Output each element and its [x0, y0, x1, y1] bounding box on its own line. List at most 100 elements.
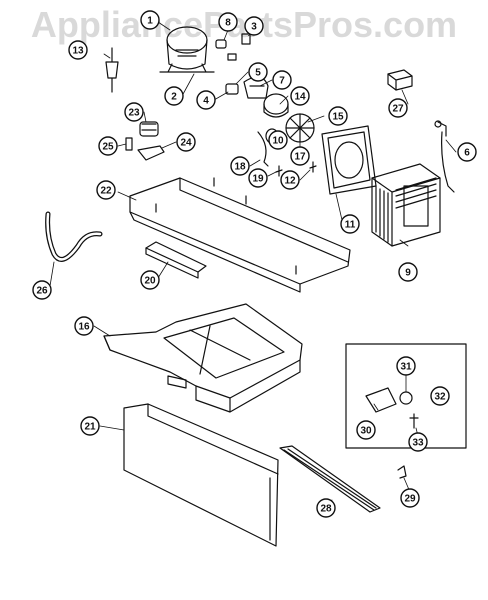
callout-circle: [80, 416, 100, 436]
callout-circle: [98, 136, 118, 156]
callout-label: 10: [272, 136, 284, 147]
callout-circle: [244, 16, 264, 36]
inset-box: [345, 343, 467, 449]
callout-4: 4: [196, 90, 216, 110]
callout-circle: [290, 86, 310, 106]
watermark-text: AppliancePartsPros.com: [30, 4, 458, 45]
part-11-drawing: [321, 125, 377, 195]
callout-circle: [196, 90, 216, 110]
callout-18: 18: [230, 156, 250, 176]
callout-2: 2: [164, 86, 184, 106]
callout-layer: 1234567891011121314151617181920212223242…: [32, 10, 477, 518]
callout-19: 19: [248, 168, 268, 188]
callout-circle: [388, 98, 408, 118]
callout-31: 31: [396, 356, 416, 376]
callout-label: 22: [100, 186, 112, 197]
callout-6: 6: [457, 142, 477, 162]
callout-label: 30: [360, 426, 372, 437]
part-18-drawing: [257, 131, 269, 167]
callout-9: 9: [398, 262, 418, 282]
callout-label: 3: [251, 22, 257, 33]
callout-26: 26: [32, 280, 52, 300]
callout-circle: [218, 12, 238, 32]
callout-33: 33: [408, 432, 428, 452]
callout-circle: [280, 170, 300, 190]
part-29-drawing: [397, 465, 407, 479]
callout-label: 6: [464, 148, 470, 159]
callout-label: 2: [171, 92, 177, 103]
callout-label: 4: [203, 96, 209, 107]
callout-label: 18: [234, 162, 246, 173]
callout-20: 20: [140, 270, 160, 290]
callout-27: 27: [388, 98, 408, 118]
callout-label: 7: [279, 76, 285, 87]
part-28-drawing: [279, 445, 381, 513]
callout-circle: [430, 386, 450, 406]
callout-24: 24: [176, 132, 196, 152]
callout-label: 9: [405, 268, 411, 279]
callout-8: 8: [218, 12, 238, 32]
callout-circle: [140, 10, 160, 30]
callout-22: 22: [96, 180, 116, 200]
callout-21: 21: [80, 416, 100, 436]
callout-circle: [457, 142, 477, 162]
callout-label: 8: [225, 18, 231, 29]
callout-label: 11: [345, 220, 356, 231]
callout-label: 1: [147, 16, 153, 27]
callout-circle: [290, 146, 310, 166]
screws-12-19-drawing: [275, 161, 317, 177]
callout-circle: [96, 180, 116, 200]
callout-1: 1: [140, 10, 160, 30]
callout-11: 11: [340, 214, 360, 234]
callout-label: 24: [180, 138, 192, 149]
callout-label: 26: [36, 286, 48, 297]
callout-28: 28: [316, 498, 336, 518]
part-6-drawing: [434, 120, 455, 193]
part-16-drawing: [103, 303, 303, 413]
callout-circle: [408, 432, 428, 452]
part-20-drawing: [145, 241, 207, 279]
callout-label: 31: [400, 362, 412, 373]
callout-label: 32: [434, 392, 446, 403]
callout-label: 12: [284, 176, 296, 187]
callout-3: 3: [244, 16, 264, 36]
callout-label: 21: [84, 422, 96, 433]
part-27-drawing: [387, 69, 413, 91]
callout-23: 23: [124, 102, 144, 122]
callout-12: 12: [280, 170, 300, 190]
callout-circle: [316, 498, 336, 518]
part-1-compressor-drawing: [159, 26, 215, 73]
callout-circle: [272, 70, 292, 90]
callout-label: 15: [332, 112, 344, 123]
callout-25: 25: [98, 136, 118, 156]
callout-32: 32: [430, 386, 450, 406]
callout-label: 29: [404, 494, 416, 505]
callout-5: 5: [248, 62, 268, 82]
callout-label: 5: [255, 68, 261, 79]
callout-13: 13: [68, 40, 88, 60]
callout-7: 7: [272, 70, 292, 90]
callout-circle: [74, 316, 94, 336]
callout-label: 27: [392, 104, 404, 115]
callout-30: 30: [356, 420, 376, 440]
callout-label: 20: [144, 276, 156, 287]
callout-circle: [140, 270, 160, 290]
callout-label: 19: [252, 174, 264, 185]
callout-circle: [356, 420, 376, 440]
callout-label: 33: [412, 438, 424, 449]
callout-14: 14: [290, 86, 310, 106]
callout-circle: [176, 132, 196, 152]
callout-label: 13: [72, 46, 84, 57]
callout-circle: [164, 86, 184, 106]
callout-circle: [396, 356, 416, 376]
leader-lines: [49, 21, 457, 505]
callout-label: 28: [320, 504, 332, 515]
parts-23-24-25-drawing: [125, 121, 165, 161]
callout-label: 23: [128, 108, 140, 119]
callout-circle: [68, 40, 88, 60]
part-22-drawing: [129, 177, 351, 293]
callout-16: 16: [74, 316, 94, 336]
callout-circle: [248, 62, 268, 82]
